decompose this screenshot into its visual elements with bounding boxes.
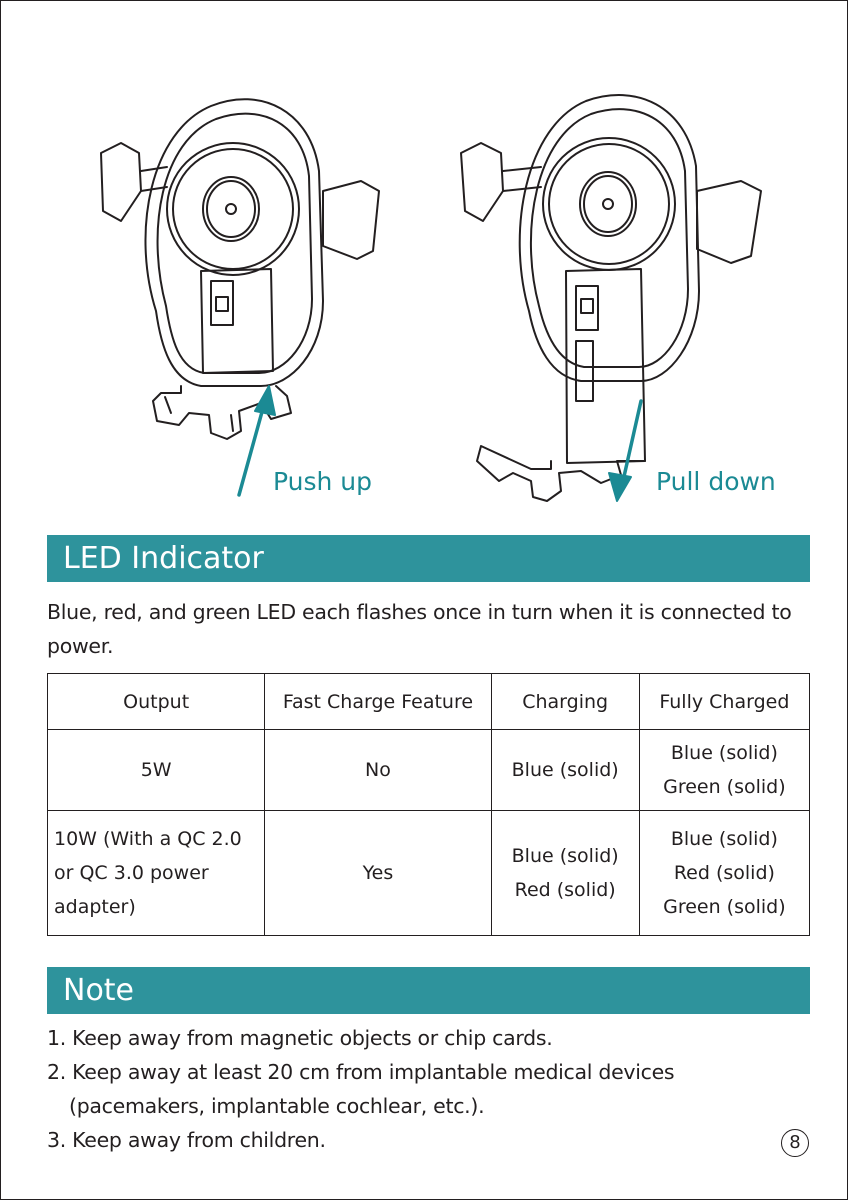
led-intro-text: Blue, red, and green LED each flashes on… <box>47 600 792 658</box>
cell-line: 10W (With a QC 2.0 <box>54 828 242 850</box>
cell-fast-charge: No <box>264 729 492 811</box>
cell-line: or QC 3.0 power <box>54 862 209 884</box>
cell-output: 10W (With a QC 2.0 or QC 3.0 power adapt… <box>46 810 266 936</box>
cell-line: 5W <box>140 759 172 781</box>
phone-holder-illustration <box>100 94 762 502</box>
header-fast-charge: Fast Charge Feature <box>264 673 492 730</box>
cell-line: Red (solid) <box>514 879 616 901</box>
header-output: Output <box>46 673 266 730</box>
cell-line: Blue (solid) <box>511 759 619 781</box>
list-item: 3. Keep away from children. <box>47 1128 326 1152</box>
led-indicator-heading: LED Indicator <box>47 535 810 582</box>
cell-fully-charged: Blue (solid) Green (solid) <box>638 729 811 811</box>
holder-pull-down-drawing <box>460 94 762 502</box>
cell-line: Green (solid) <box>663 776 786 798</box>
cell-fast-charge: Yes <box>264 810 492 936</box>
header-charging: Charging <box>490 673 640 730</box>
cell-line: adapter) <box>54 896 136 918</box>
cell-output: 5W <box>46 729 266 811</box>
cell-line: Green (solid) <box>663 896 786 918</box>
cell-charging: Blue (solid) <box>490 729 640 811</box>
cell-fully-charged: Blue (solid) Red (solid) Green (solid) <box>638 810 811 936</box>
table-row: 5W No Blue (solid) Blue (solid) Green (s… <box>46 729 811 811</box>
list-item-continuation: (pacemakers, implantable cochlear, etc.)… <box>69 1094 485 1118</box>
table-header-row: Output Fast Charge Feature Charging Full… <box>46 673 811 730</box>
table-row: 10W (With a QC 2.0 or QC 3.0 power adapt… <box>46 810 811 936</box>
push-up-caption: Push up <box>273 467 373 496</box>
cell-line: Blue (solid) <box>511 845 619 867</box>
header-fully-charged: Fully Charged <box>638 673 811 730</box>
list-item: 2. Keep away at least 20 cm from implant… <box>47 1060 675 1084</box>
pull-down-caption: Pull down <box>656 467 776 496</box>
led-indicator-table: Output Fast Charge Feature Charging Full… <box>46 673 811 936</box>
page-number: 8 <box>781 1129 809 1157</box>
cell-line: Red (solid) <box>673 862 775 884</box>
note-list: 1. Keep away from magnetic objects or ch… <box>47 1021 807 1157</box>
cell-line: Blue (solid) <box>670 742 778 764</box>
holder-push-up-drawing <box>100 98 380 440</box>
list-item: (pacemakers, implantable cochlear, etc.)… <box>47 1089 807 1123</box>
list-item: 1. Keep away from magnetic objects or ch… <box>47 1026 553 1050</box>
cell-line: Blue (solid) <box>670 828 778 850</box>
note-heading: Note <box>47 967 810 1014</box>
cell-charging: Blue (solid) Red (solid) <box>490 810 640 936</box>
